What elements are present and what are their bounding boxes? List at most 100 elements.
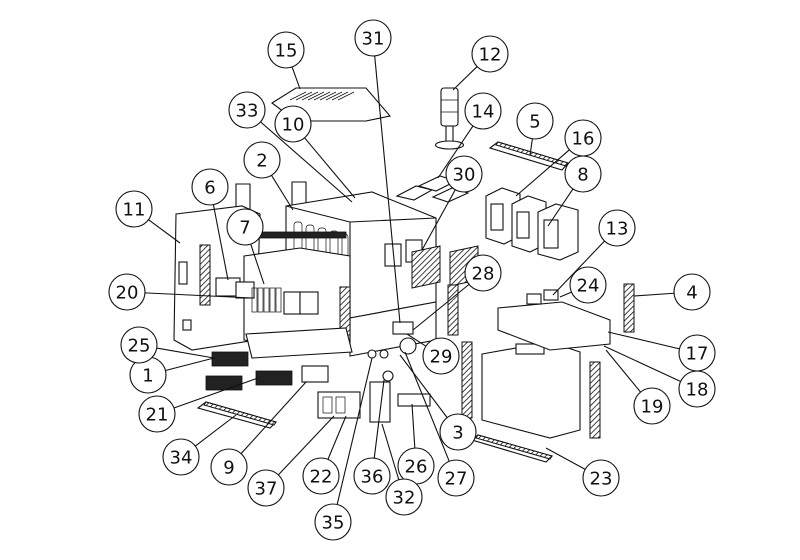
callout-label: 27 [445, 469, 468, 490]
leader-line-17 [607, 331, 680, 350]
leader-line-31 [374, 55, 401, 324]
callout-label: 11 [123, 200, 146, 221]
callout-label: 14 [472, 102, 495, 123]
callout-circle [582, 459, 620, 497]
callout-circle [228, 91, 266, 129]
callout-circle [633, 387, 671, 425]
callout-balloon-35: 35 [314, 503, 352, 541]
callout-balloon-6: 6 [191, 168, 229, 206]
callout-label: 31 [362, 29, 385, 50]
leader-line-36 [373, 379, 385, 459]
leader-line-4 [633, 292, 675, 297]
callout-circle [564, 119, 602, 157]
leader-line-14 [437, 125, 474, 179]
leader-line-9 [240, 381, 307, 455]
leader-line-6 [212, 204, 229, 281]
callout-balloon-22: 22 [302, 457, 340, 495]
part-terminal-strips [447, 284, 601, 439]
callout-label: 37 [255, 479, 278, 500]
assembly-parts [173, 87, 635, 463]
callout-label: 3 [452, 423, 463, 444]
callout-circle [267, 31, 305, 69]
callout-balloon-37: 37 [247, 469, 285, 507]
callout-circle [108, 273, 146, 311]
leader-line-29 [406, 333, 427, 347]
callout-balloon-36: 36 [353, 457, 391, 495]
callout-balloon-7: 7 [226, 208, 264, 246]
callout-label: 12 [479, 45, 502, 66]
callout-balloon-13: 13 [598, 209, 636, 247]
callout-label: 19 [641, 397, 664, 418]
callout-label: 26 [405, 457, 428, 478]
callout-circle [247, 469, 285, 507]
callout-label: 36 [361, 467, 384, 488]
leader-line-12 [452, 66, 478, 91]
callout-balloon-17: 17 [678, 334, 716, 372]
callout-label: 21 [146, 405, 169, 426]
leader-line-21 [173, 377, 259, 409]
callout-balloon-29: 29 [422, 337, 460, 375]
callout-circle [115, 190, 153, 228]
callout-label: 34 [170, 448, 193, 469]
callout-balloon-34: 34 [162, 438, 200, 476]
callout-circle [569, 266, 607, 304]
callout-balloon-33: 33 [228, 91, 266, 129]
callout-label: 15 [275, 41, 298, 62]
callout-balloon-18: 18 [678, 370, 716, 408]
leader-line-19 [605, 349, 641, 393]
leader-line-25 [156, 347, 215, 359]
callout-circle [445, 155, 483, 193]
callout-balloon-12: 12 [471, 35, 509, 73]
callout-label: 17 [686, 344, 709, 365]
part-top-rail [488, 141, 569, 171]
part-base-rail [470, 434, 554, 463]
leader-line-8 [547, 188, 574, 227]
leader-line-1 [165, 357, 215, 372]
callout-balloon-11: 11 [115, 190, 153, 228]
callout-circle [678, 370, 716, 408]
callout-label: 10 [282, 115, 305, 136]
callout-balloon-10: 10 [274, 105, 312, 143]
callout-balloon-32: 32 [385, 478, 423, 516]
callout-label: 2 [256, 151, 267, 172]
callout-label: 13 [606, 219, 629, 240]
part-lower-components [317, 321, 431, 423]
callout-label: 16 [572, 129, 595, 150]
callout-circle [422, 337, 460, 375]
callout-circle [439, 413, 477, 451]
leader-line-26 [411, 403, 416, 449]
callout-label: 25 [128, 336, 151, 357]
callout-label: 22 [310, 467, 333, 488]
callout-circle [314, 503, 352, 541]
callout-balloon-28: 28 [464, 254, 502, 292]
callout-circle [516, 102, 554, 140]
callout-balloon-31: 31 [354, 19, 392, 57]
leader-line-28 [412, 283, 470, 331]
leader-line-33 [260, 121, 353, 203]
callout-circle [274, 105, 312, 143]
leader-line-18 [603, 345, 681, 382]
leader-line-15 [291, 66, 301, 90]
callout-label: 33 [236, 101, 259, 122]
callout-circle [471, 35, 509, 73]
leader-line-27 [404, 351, 450, 462]
leader-line-2 [271, 175, 294, 211]
callout-label: 9 [223, 458, 234, 479]
callout-circle [598, 209, 636, 247]
callout-circle [120, 326, 158, 364]
leader-line-37 [277, 415, 335, 476]
callout-label: 24 [577, 276, 600, 297]
callout-balloon-15: 15 [267, 31, 305, 69]
callout-balloon-9: 9 [210, 448, 248, 486]
leader-line-7 [250, 243, 265, 285]
leader-line-32 [381, 423, 400, 480]
callout-balloon-21: 21 [138, 395, 176, 433]
callout-circle [162, 438, 200, 476]
callout-label: 6 [204, 178, 215, 199]
callout-label: 7 [239, 218, 250, 239]
leader-line-10 [304, 137, 356, 199]
callout-balloon-5: 5 [516, 102, 554, 140]
callout-balloon-23: 23 [582, 459, 620, 497]
